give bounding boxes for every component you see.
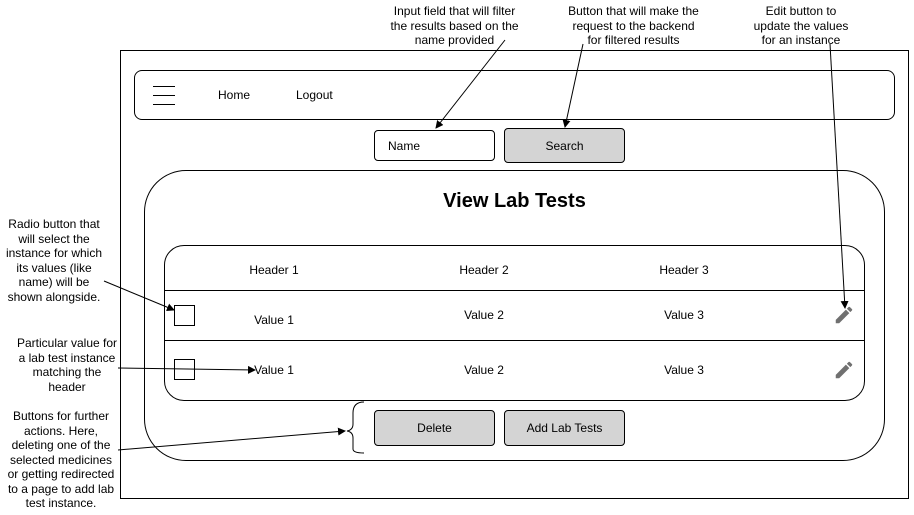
arrow-to-checkbox <box>103 280 175 312</box>
arrow-to-actions <box>117 427 346 451</box>
row-1-value-3: Value 3 <box>664 308 704 322</box>
column-header-1: Header 1 <box>249 263 299 277</box>
row-2-value-1: Value 1 <box>254 363 294 377</box>
row-1-value-2: Value 2 <box>464 308 504 322</box>
arrow-to-search-button <box>562 43 584 128</box>
delete-button[interactable]: Delete <box>374 410 495 446</box>
row-1-value-1: Value 1 <box>254 313 294 327</box>
navbar <box>134 70 895 120</box>
wireframe-frame <box>120 50 909 499</box>
row-2-value-3: Value 3 <box>664 363 704 377</box>
table-header-divider <box>164 290 865 291</box>
table-row-divider <box>164 340 865 341</box>
name-search-input[interactable] <box>374 130 495 161</box>
search-button[interactable]: Search <box>504 128 625 163</box>
column-header-2: Header 2 <box>459 263 509 277</box>
pencil-icon[interactable] <box>833 304 855 326</box>
actions-brace <box>346 401 365 454</box>
lab-tests-card <box>144 170 885 461</box>
arrow-to-edit-icon <box>829 43 849 309</box>
pencil-icon[interactable] <box>833 359 855 381</box>
column-header-3: Header 3 <box>659 263 709 277</box>
lab-tests-table <box>164 245 865 401</box>
page-title: View Lab Tests <box>443 190 586 212</box>
row-2-value-2: Value 2 <box>464 363 504 377</box>
arrow-to-input <box>435 39 506 129</box>
nav-link-home[interactable]: Home <box>218 88 251 102</box>
add-lab-tests-button[interactable]: Add Lab Tests <box>504 410 625 446</box>
arrow-to-value <box>117 365 256 374</box>
row-1-select-checkbox[interactable] <box>174 305 195 326</box>
hamburger-menu-icon[interactable] <box>153 83 175 107</box>
nav-link-logout[interactable]: Logout <box>296 88 333 102</box>
